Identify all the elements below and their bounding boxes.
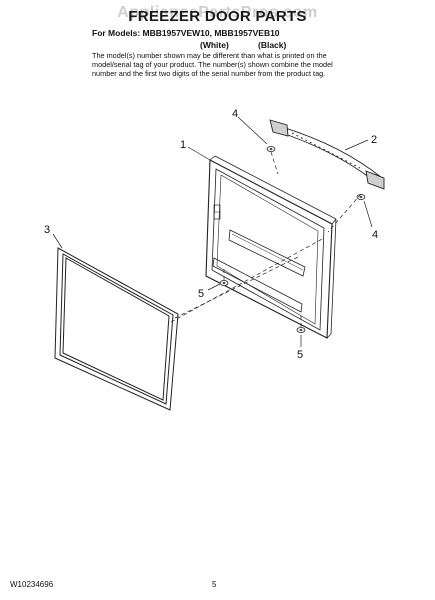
callout-5-bottom: 5 <box>297 349 303 361</box>
door-stop-bottom <box>296 326 306 333</box>
page-number: 5 <box>212 580 217 589</box>
handle-screw-right <box>356 193 366 200</box>
leader-lines <box>52 116 373 347</box>
door-stop-left <box>219 279 229 286</box>
variant-black-label: (Black) <box>258 40 287 50</box>
models-line: For Models: MBB1957VEW10, MBB1957VEB10 <box>92 28 280 38</box>
callout-4-right: 4 <box>372 229 378 241</box>
handle-screw-top <box>266 145 276 152</box>
callout-2: 2 <box>371 134 377 146</box>
freezer-door <box>205 155 337 339</box>
watermark: AppliancePartsPros.com <box>117 4 318 21</box>
door-handle <box>269 119 385 190</box>
page-title: FREEZER DOOR PARTS <box>128 8 307 25</box>
door-gasket <box>54 247 179 411</box>
callout-5-left: 5 <box>198 288 204 300</box>
callout-4-top: 4 <box>232 108 238 120</box>
variant-white-label: (White) <box>200 40 229 50</box>
callout-3: 3 <box>44 224 50 236</box>
assembly-lines <box>170 151 362 327</box>
callout-1: 1 <box>180 139 186 151</box>
disclaimer-note: The model(s) number shown may be differe… <box>92 51 333 78</box>
document-number: W10234696 <box>10 580 54 589</box>
